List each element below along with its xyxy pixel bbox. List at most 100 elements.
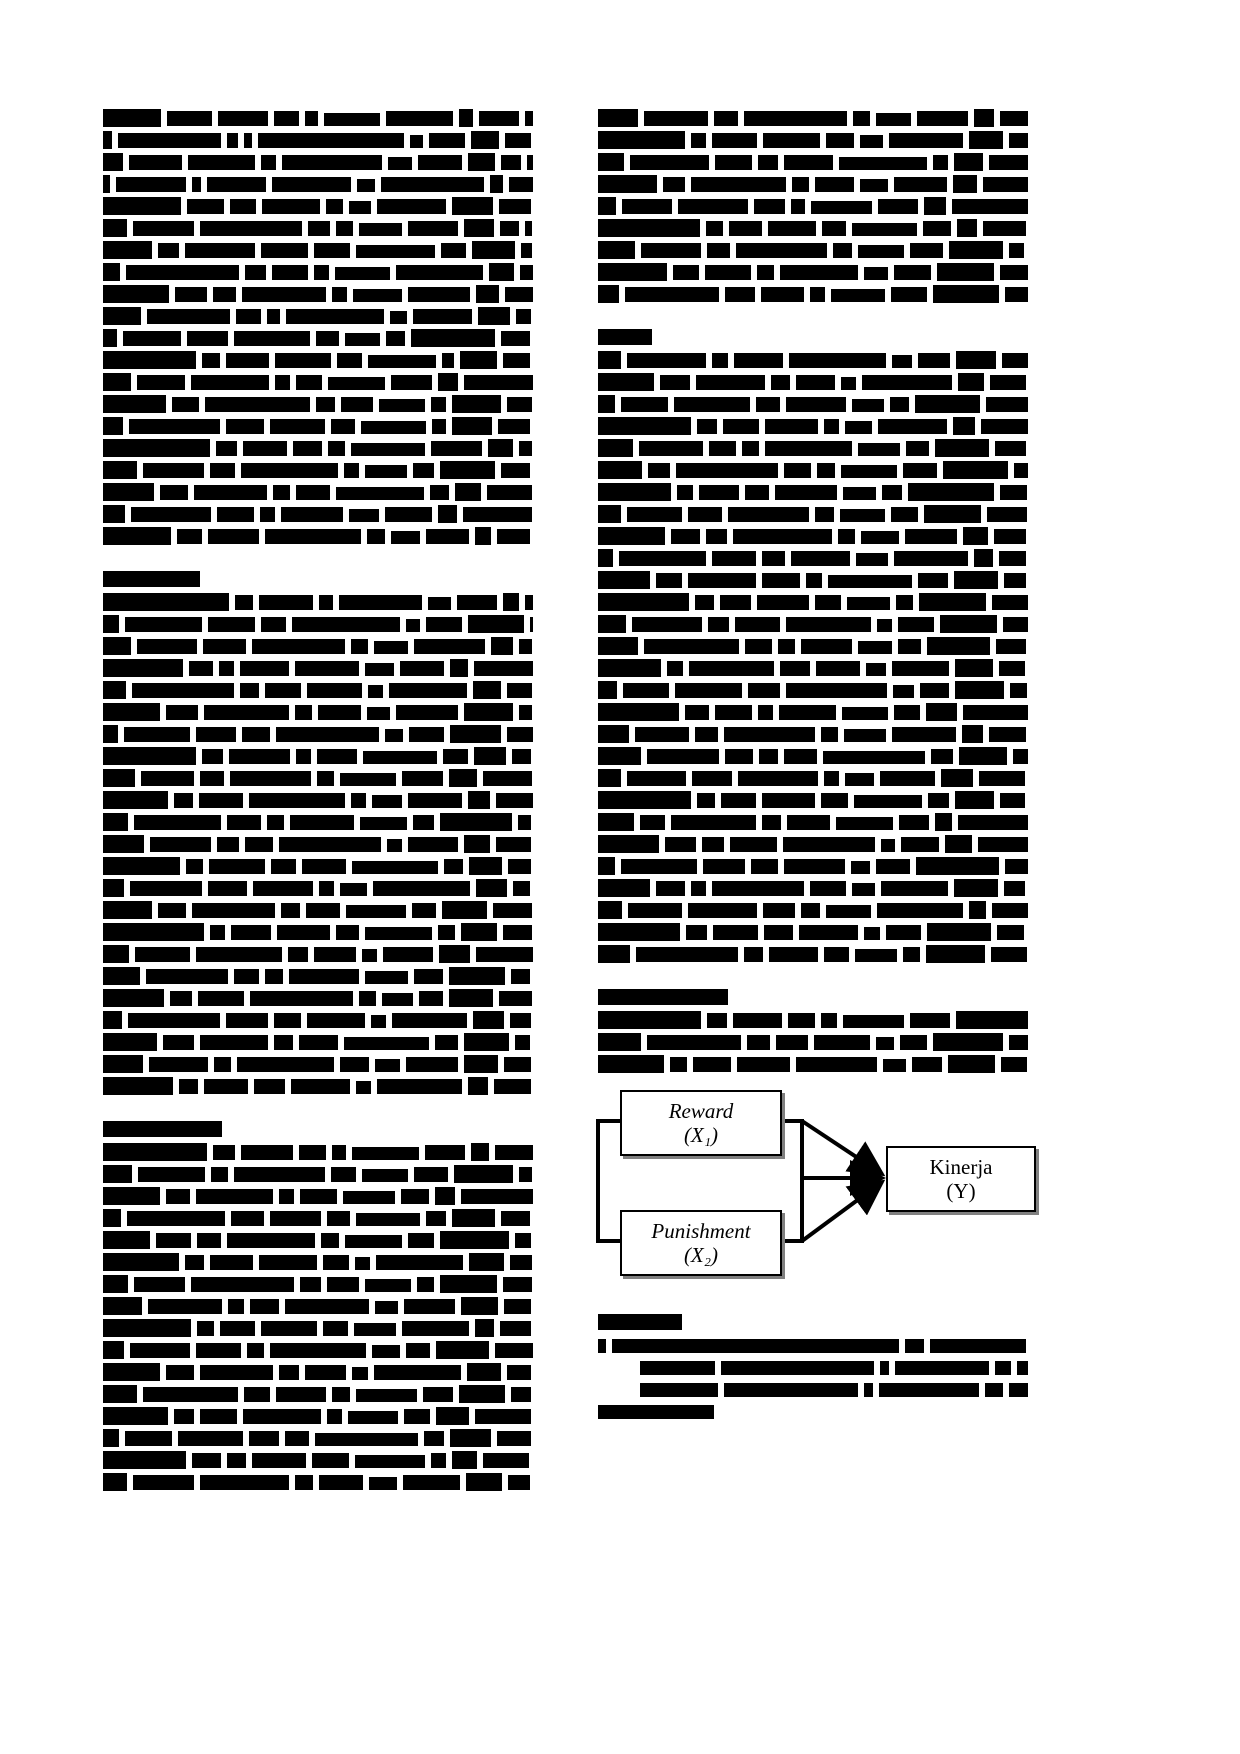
redacted-word	[495, 1145, 533, 1160]
redacted-word	[945, 835, 972, 853]
redacted-word	[134, 815, 221, 830]
redacted-word	[454, 1165, 513, 1183]
redacted-word	[504, 1299, 531, 1314]
redacted-word	[1000, 265, 1028, 280]
redacted-word	[511, 1387, 531, 1402]
redacted-word	[880, 1361, 889, 1375]
node-reward-label: Reward	[668, 1098, 734, 1123]
redacted-word	[644, 639, 739, 654]
redacted-word	[997, 925, 1024, 940]
redacted-word	[656, 573, 682, 588]
redacted-word	[468, 153, 495, 171]
redacted-word	[878, 419, 947, 434]
redacted-word	[598, 1314, 682, 1330]
redacted-word	[728, 507, 809, 522]
redacted-word	[413, 309, 472, 324]
redacted-word	[598, 263, 667, 281]
redacted-word	[249, 1431, 279, 1446]
redacted-word	[821, 1013, 837, 1028]
redacted-word	[452, 1451, 477, 1469]
redacted-word	[847, 597, 890, 610]
redacted-word	[1002, 353, 1028, 368]
redacted-word	[721, 793, 756, 808]
redacted-word	[317, 771, 334, 786]
redacted-word	[899, 815, 929, 830]
arrow-reward-to-kinerja	[800, 1119, 886, 1177]
redacted-word	[712, 133, 757, 148]
redacted-word	[265, 683, 301, 698]
redacted-word	[187, 331, 228, 346]
redacted-word	[406, 1057, 458, 1072]
redacted-word	[133, 1475, 194, 1490]
redacted-word	[641, 243, 701, 258]
redacted-word	[866, 663, 886, 676]
redacted-word	[725, 287, 755, 302]
redacted-word	[261, 243, 308, 258]
redacted-word	[828, 575, 912, 588]
redacted-word	[103, 791, 168, 809]
redacted-word	[499, 991, 532, 1006]
redacted-word	[510, 1013, 531, 1028]
redacted-word	[276, 1387, 326, 1402]
redacted-word	[417, 1277, 434, 1292]
redacted-line	[598, 108, 1028, 130]
redacted-word	[1005, 287, 1028, 302]
redacted-word	[464, 1033, 509, 1051]
redacted-word	[328, 441, 345, 456]
redacted-word	[234, 1167, 325, 1182]
redacted-word	[296, 485, 330, 500]
redacted-word	[751, 859, 778, 874]
redacted-word	[103, 505, 125, 523]
redacted-word	[957, 219, 977, 237]
redacted-word	[723, 419, 759, 434]
redacted-word	[515, 1233, 531, 1248]
redacted-word	[488, 439, 513, 457]
redacted-word	[469, 857, 502, 875]
right-column	[598, 0, 1028, 1423]
redacted-word	[252, 639, 345, 654]
redacted-word	[103, 1209, 121, 1227]
redacted-word	[507, 683, 532, 698]
redacted-word	[307, 683, 362, 698]
redacted-word	[211, 1167, 228, 1182]
redacted-word	[103, 417, 123, 435]
redacted-word	[242, 287, 326, 302]
redacted-word	[707, 1013, 727, 1028]
redacted-word	[472, 241, 515, 259]
node-kinerja-sublabel: (Y)	[946, 1179, 976, 1203]
redacted-word	[438, 925, 455, 940]
redacted-word	[450, 659, 468, 677]
redacted-word	[103, 1143, 207, 1161]
redacted-line	[598, 152, 1028, 174]
redacted-word	[969, 901, 986, 919]
redacted-word	[786, 683, 887, 698]
redacted-word	[103, 219, 127, 237]
redacted-word	[814, 1035, 870, 1050]
redacted-word	[721, 1361, 874, 1375]
redacted-line	[598, 1010, 1028, 1032]
redacted-word	[780, 265, 858, 280]
redacted-word	[404, 1409, 430, 1424]
redacted-word	[267, 309, 280, 324]
redacted-word	[408, 221, 458, 236]
redacted-line	[103, 1450, 533, 1472]
redacted-word	[983, 221, 1026, 236]
redacted-word	[876, 859, 910, 874]
redacted-word	[1000, 111, 1028, 126]
redacted-word	[811, 201, 872, 214]
redacted-line	[103, 1142, 533, 1164]
redacted-word	[265, 969, 283, 984]
redacted-line	[103, 1384, 533, 1406]
redacted-word	[375, 1059, 400, 1072]
redacted-word	[745, 485, 769, 500]
redacted-word	[390, 311, 407, 324]
redacted-word	[705, 265, 751, 280]
redacted-word	[598, 1055, 664, 1073]
redacted-word	[208, 529, 259, 544]
redacted-word	[356, 1389, 417, 1402]
redacted-word	[737, 1057, 790, 1072]
redacted-word	[598, 791, 691, 809]
redacted-line	[598, 986, 1028, 1010]
redacted-word	[940, 615, 997, 633]
redacted-word	[103, 1429, 119, 1447]
